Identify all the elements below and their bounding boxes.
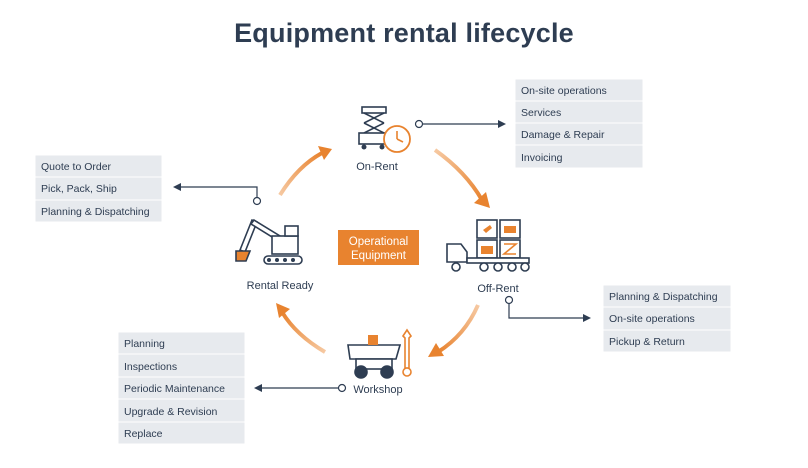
- connector-head-ready: [173, 183, 181, 191]
- stage-off-rent: Off-Rent: [477, 283, 518, 295]
- connector-head-onrent: [498, 120, 506, 128]
- arrow-ready-to-onrent: [278, 151, 323, 197]
- list-item-text: Inspections: [124, 361, 177, 373]
- arrow-head-offrent: [474, 192, 490, 208]
- list-item-text: Quote to Order: [41, 161, 112, 173]
- list-item: [34, 199, 163, 223]
- connector-ready: [181, 186, 258, 197]
- list-item-text: Replace: [124, 428, 163, 440]
- cycle-arrows: [276, 146, 490, 357]
- list-item-text: Invoicing: [521, 152, 563, 164]
- center-line-2: Equipment: [351, 250, 407, 262]
- list-item-text: Services: [521, 107, 561, 119]
- list-item-text: Pickup & Return: [609, 336, 685, 348]
- workshop-list: Planning Inspections Periodic Maintenanc…: [117, 331, 246, 445]
- list-item-text: On-site operations: [521, 85, 607, 97]
- list-item: [117, 421, 246, 445]
- arrow-workshop-to-ready: [280, 310, 327, 354]
- scissor-lift-clock-icon: [358, 106, 411, 153]
- stage-workshop: Workshop: [353, 384, 402, 396]
- center-badge-background: [338, 230, 419, 265]
- list-item-text: Periodic Maintenance: [124, 383, 225, 395]
- stage-rental-ready: Rental Ready: [247, 280, 314, 292]
- connector-dot-onrent: [414, 119, 424, 129]
- connector-offrent: [508, 304, 584, 319]
- arrow-onrent-to-offrent: [433, 148, 484, 201]
- connector-dot-workshop: [337, 383, 347, 393]
- connector-dot-ready: [252, 196, 262, 206]
- diagram-title: Equipment rental lifecycle: [234, 18, 574, 48]
- dump-truck-wrench-icon: [347, 328, 413, 379]
- arrow-head-workshop: [428, 343, 444, 357]
- connector-head-offrent: [583, 314, 591, 322]
- excavator-icon: [235, 218, 303, 265]
- list-item-text: Damage & Repair: [521, 129, 605, 141]
- off-rent-list: Planning & Dispatching On-site operation…: [602, 284, 732, 353]
- list-item: [514, 144, 644, 169]
- arrow-head-ready: [276, 303, 290, 318]
- list-item-text: Upgrade & Revision: [124, 406, 218, 418]
- truck-with-boxes-icon: [446, 219, 530, 272]
- list-item: [602, 329, 732, 353]
- arrow-head-onrent: [318, 146, 332, 160]
- center-badge: Operational Equipment: [338, 230, 419, 265]
- list-item-text: Planning & Dispatching: [609, 291, 718, 303]
- arrow-offrent-to-workshop: [436, 304, 480, 354]
- connector-dot-offrent: [504, 295, 514, 305]
- stage-on-rent: On-Rent: [356, 161, 398, 173]
- list-item-text: Planning: [124, 338, 165, 350]
- list-item-text: On-site operations: [609, 313, 695, 325]
- list-item-text: Pick, Pack, Ship: [41, 183, 117, 195]
- connector-head-workshop: [254, 384, 262, 392]
- on-rent-list: On-site operations Services Damage & Rep…: [514, 78, 644, 169]
- center-line-1: Operational: [349, 236, 408, 248]
- list-item-text: Planning & Dispatching: [41, 206, 150, 218]
- connectors: [173, 119, 591, 393]
- rental-ready-list: Quote to Order Pick, Pack, Ship Planning…: [34, 154, 163, 223]
